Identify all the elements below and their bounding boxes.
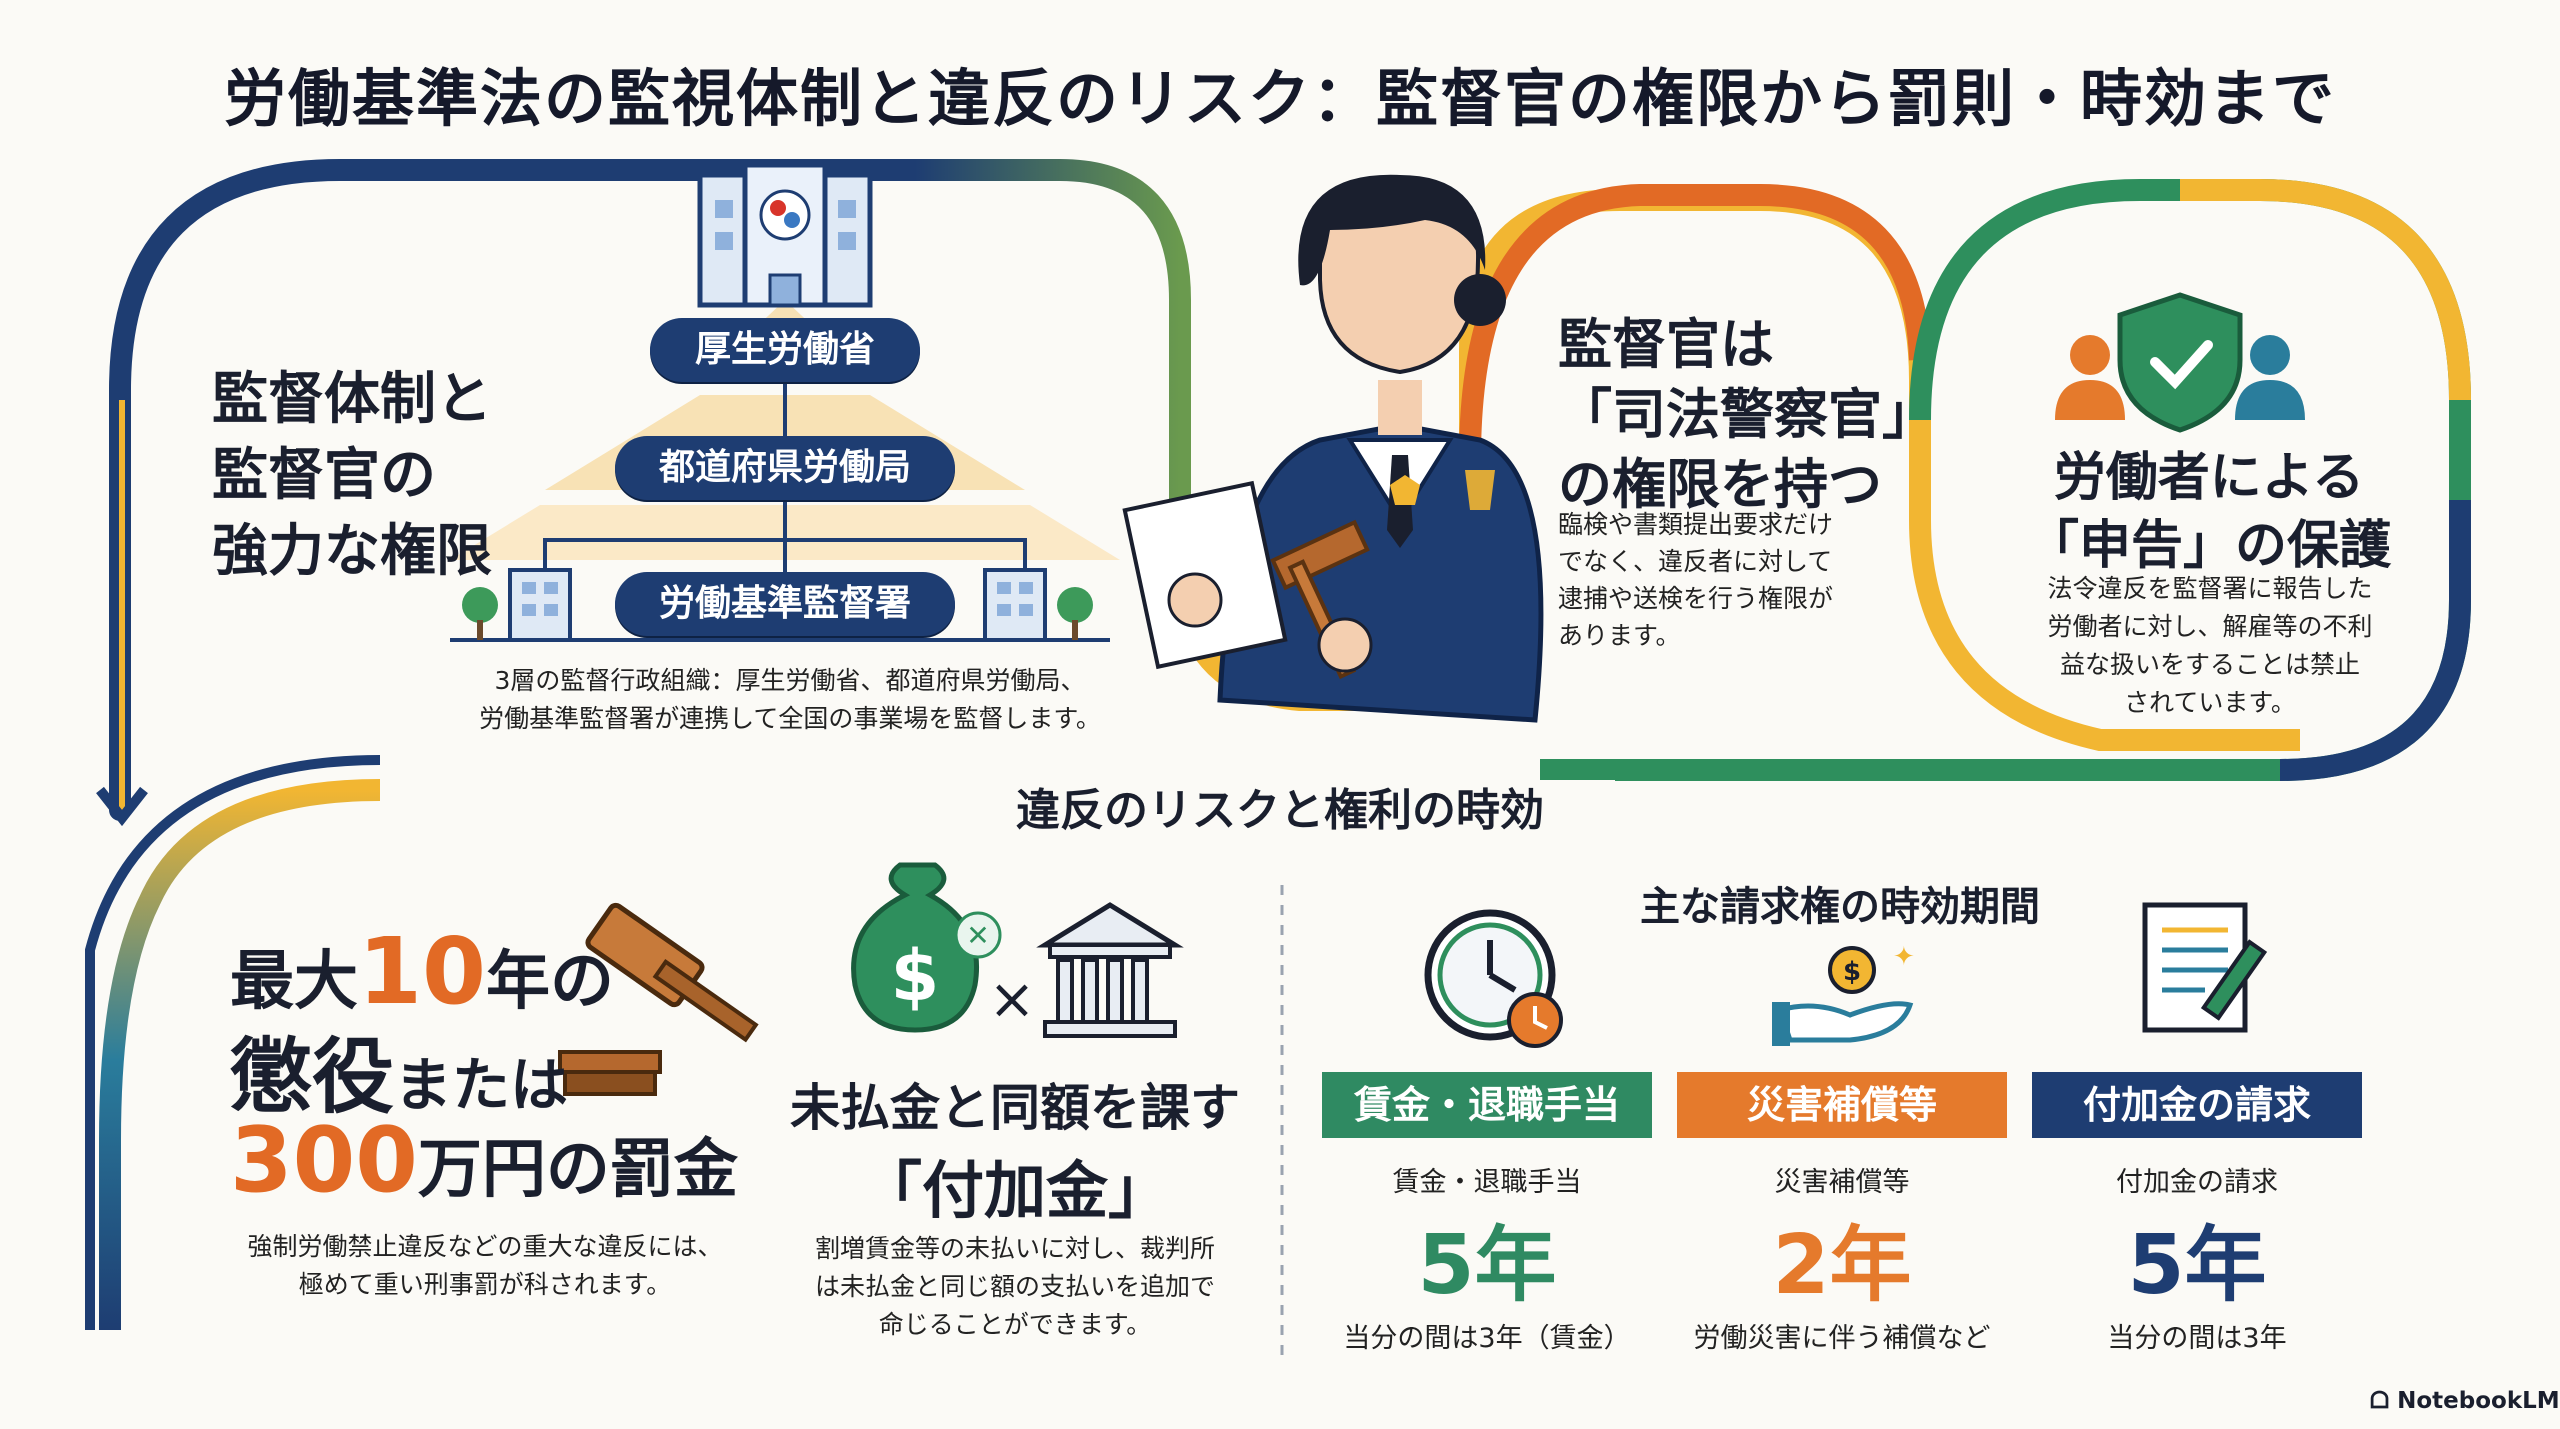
period-note-surcharge: 当分の間は3年 [2107, 1323, 2287, 1354]
courthouse-illustration [1036, 902, 1184, 1038]
penalty-line3: 300万円の罰金 [230, 1108, 738, 1213]
worker-heading: 労働者による 「申告」の保護 [2026, 448, 2391, 576]
worker-text: 法令違反を監督署に報告した 労働者に対し、解雇等の不利 益な扱いをすることは禁止… [2047, 574, 2373, 717]
period-label-accident: 災害補償等 [1774, 1167, 1910, 1198]
surcharge-note: 割増賃金等の未払いに対し、裁判所 は未払金と同じ額の支払いを追加で 命じることが… [814, 1234, 1215, 1339]
period-label-surcharge: 付加金の請求 [2116, 1167, 2278, 1198]
period-note-wage: 当分の間は3年（賃金） [1343, 1323, 1631, 1354]
penalty-note: 強制労働禁止違反などの重大な違反には、 極めて重い刑事罰が科されます。 [247, 1232, 723, 1299]
supervision-caption: 3層の監督行政組織：厚生労働省、都道府県労働局、 労働基準監督署が連携して全国の… [479, 666, 1101, 733]
svg-text:×: × [989, 967, 1036, 1032]
inspector-text: 臨検や書類提出要求だけ でなく、違反者に対して 逮捕や送検を行う権限が あります… [1558, 510, 1834, 650]
svg-text:$: $ [1843, 957, 1861, 987]
brand-logo-icon: ᗝ [2370, 1388, 2398, 1414]
inspector-heading: 監督官は 「司法警察官」 の権限を持つ [1558, 313, 1936, 516]
section-title: 違反のリスクと権利の時効 [945, 780, 1615, 842]
path-top-left-loop [109, 159, 1191, 821]
svg-text:✕: ✕ [966, 919, 989, 952]
inspector-figure-illustration [1122, 174, 1544, 723]
period-label-wage: 賃金・退職手当 [1392, 1167, 1582, 1198]
penalty-line1: 最大10年の [230, 918, 615, 1025]
office-building-right-icon [983, 568, 1093, 642]
svg-text:✦: ✦ [1893, 942, 1915, 972]
path-arrow-left [96, 786, 148, 827]
hand-coin-icon: $ ✦ [1772, 942, 1915, 1046]
supervision-heading: 監督体制と 監督官の 強力な権限 [212, 367, 492, 584]
penalty-line2: 懲役または [230, 1030, 569, 1125]
period-band-accident: 災害補償等 [1677, 1072, 2007, 1138]
gavel-illustration [558, 902, 759, 1096]
period-note-accident: 労働災害に伴う補償など [1693, 1323, 1991, 1354]
surcharge-title: 「付加金」 [859, 1154, 1170, 1227]
clock-icon [1424, 909, 1563, 1048]
brand-label: ᗝ NotebookLM [2370, 1388, 2560, 1414]
period-band-surcharge: 付加金の請求 [2032, 1072, 2362, 1138]
limitation-heading: 主な請求権の時効期間 [1640, 884, 2040, 930]
svg-text:$: $ [891, 935, 940, 1017]
surcharge-heading: 未払金と同額を課す [790, 1079, 1240, 1137]
ministry-building-icon [697, 162, 873, 308]
level-inspection-office: 労働基準監督署 [615, 572, 955, 636]
level-ministry: 厚生労働省 [650, 318, 920, 382]
money-bag-illustration: $ ✕ × [851, 862, 1036, 1033]
period-value-accident: 2年 [1772, 1218, 1912, 1313]
level-prefectural-bureau: 都道府県労働局 [615, 436, 955, 500]
document-pen-icon [2142, 902, 2268, 1033]
office-building-left-icon [462, 568, 572, 642]
period-value-wage: 5年 [1417, 1218, 1557, 1313]
period-band-wage: 賃金・退職手当 [1322, 1072, 1652, 1138]
worker-shield-illustration [2055, 292, 2305, 433]
page-title: 労働基準法の監視体制と違反のリスク：監督官の権限から罰則・時効まで [223, 62, 2336, 135]
period-value-surcharge: 5年 [2127, 1218, 2267, 1313]
